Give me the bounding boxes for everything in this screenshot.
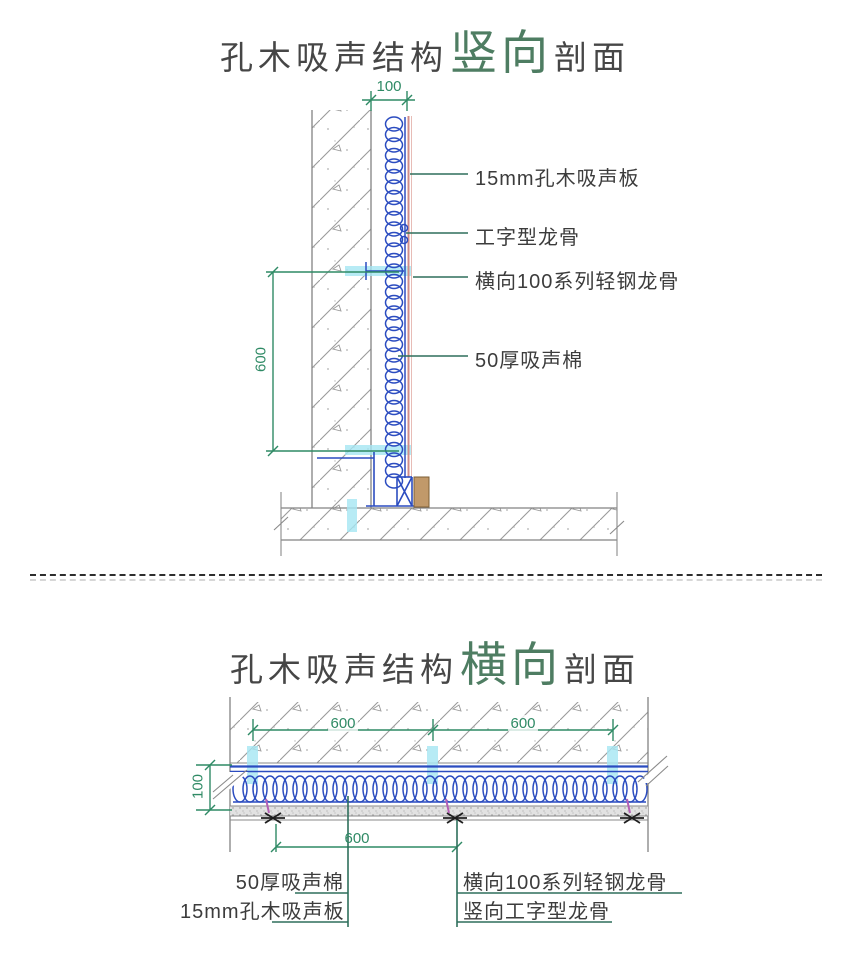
floor-slab: [273, 492, 625, 556]
horizontal-section-drawing: [196, 697, 682, 927]
title-text: 剖面: [564, 651, 640, 688]
label-steel-keel: 横向100系列轻钢龙骨: [475, 271, 680, 293]
title-text: 孔木吸声结构: [230, 651, 458, 688]
dimension-100-thickness: [196, 759, 232, 816]
keel-highlight-marks: [247, 746, 618, 784]
dim-assembly-thickness: 100: [189, 773, 207, 800]
title-text: 孔木吸声结构: [220, 39, 448, 76]
title-text: 剖面: [554, 39, 630, 76]
label-acoustic-cotton: 50厚吸声棉: [235, 872, 344, 894]
label-i-keel: 工字型龙骨: [475, 227, 580, 249]
acoustic-cotton-coil: [232, 775, 648, 803]
wall-hatch: [229, 697, 649, 852]
anchor-bolts: [261, 812, 644, 824]
keel-brackets: [317, 223, 409, 459]
section-divider: [30, 574, 822, 581]
dim-anchor-spacing: 600: [344, 830, 370, 847]
wall-hatch: [311, 110, 372, 508]
label-acoustic-cotton: 50厚吸声棉: [475, 350, 584, 372]
acoustic-cotton-coil: [384, 116, 404, 489]
fastener-marks: [265, 798, 631, 814]
vertical-section-title: 孔木吸声结构 竖向 剖面: [0, 14, 850, 83]
dim-keel-spacing-left: 600: [323, 715, 363, 732]
dimension-100-top: [362, 91, 415, 111]
vertical-section-drawing: [266, 91, 625, 556]
break-symbols: [212, 755, 669, 802]
title-highlight: 竖向: [450, 26, 552, 79]
label-acoustic-panel: 15mm孔木吸声板: [180, 901, 345, 923]
title-highlight: 横向: [460, 638, 562, 691]
panel-face-lines: [404, 116, 412, 478]
acoustic-panel-strip: [230, 805, 648, 821]
horizontal-section-title: 孔木吸声结构 横向 剖面: [0, 626, 850, 695]
label-steel-keel: 横向100系列轻钢龙骨: [463, 872, 668, 894]
dim-keel-spacing-right: 600: [503, 715, 543, 732]
dim-text: 600: [508, 715, 538, 732]
callout-leaders: [272, 796, 682, 927]
dim-panel-offset: 100: [376, 78, 402, 95]
bottom-channel-detail: [366, 452, 414, 507]
label-acoustic-panel: 15mm孔木吸声板: [475, 168, 640, 190]
dimension-600-spacing: [247, 719, 619, 741]
label-vertical-i-keel: 竖向工字型龙骨: [463, 901, 610, 923]
steel-keel-lines: [230, 765, 648, 773]
dim-keel-vertical-spacing: 600: [252, 346, 270, 373]
callout-leaders: [398, 173, 468, 357]
dimension-600-left: [266, 266, 399, 457]
dim-text: 600: [328, 715, 358, 732]
wood-block: [413, 476, 430, 508]
